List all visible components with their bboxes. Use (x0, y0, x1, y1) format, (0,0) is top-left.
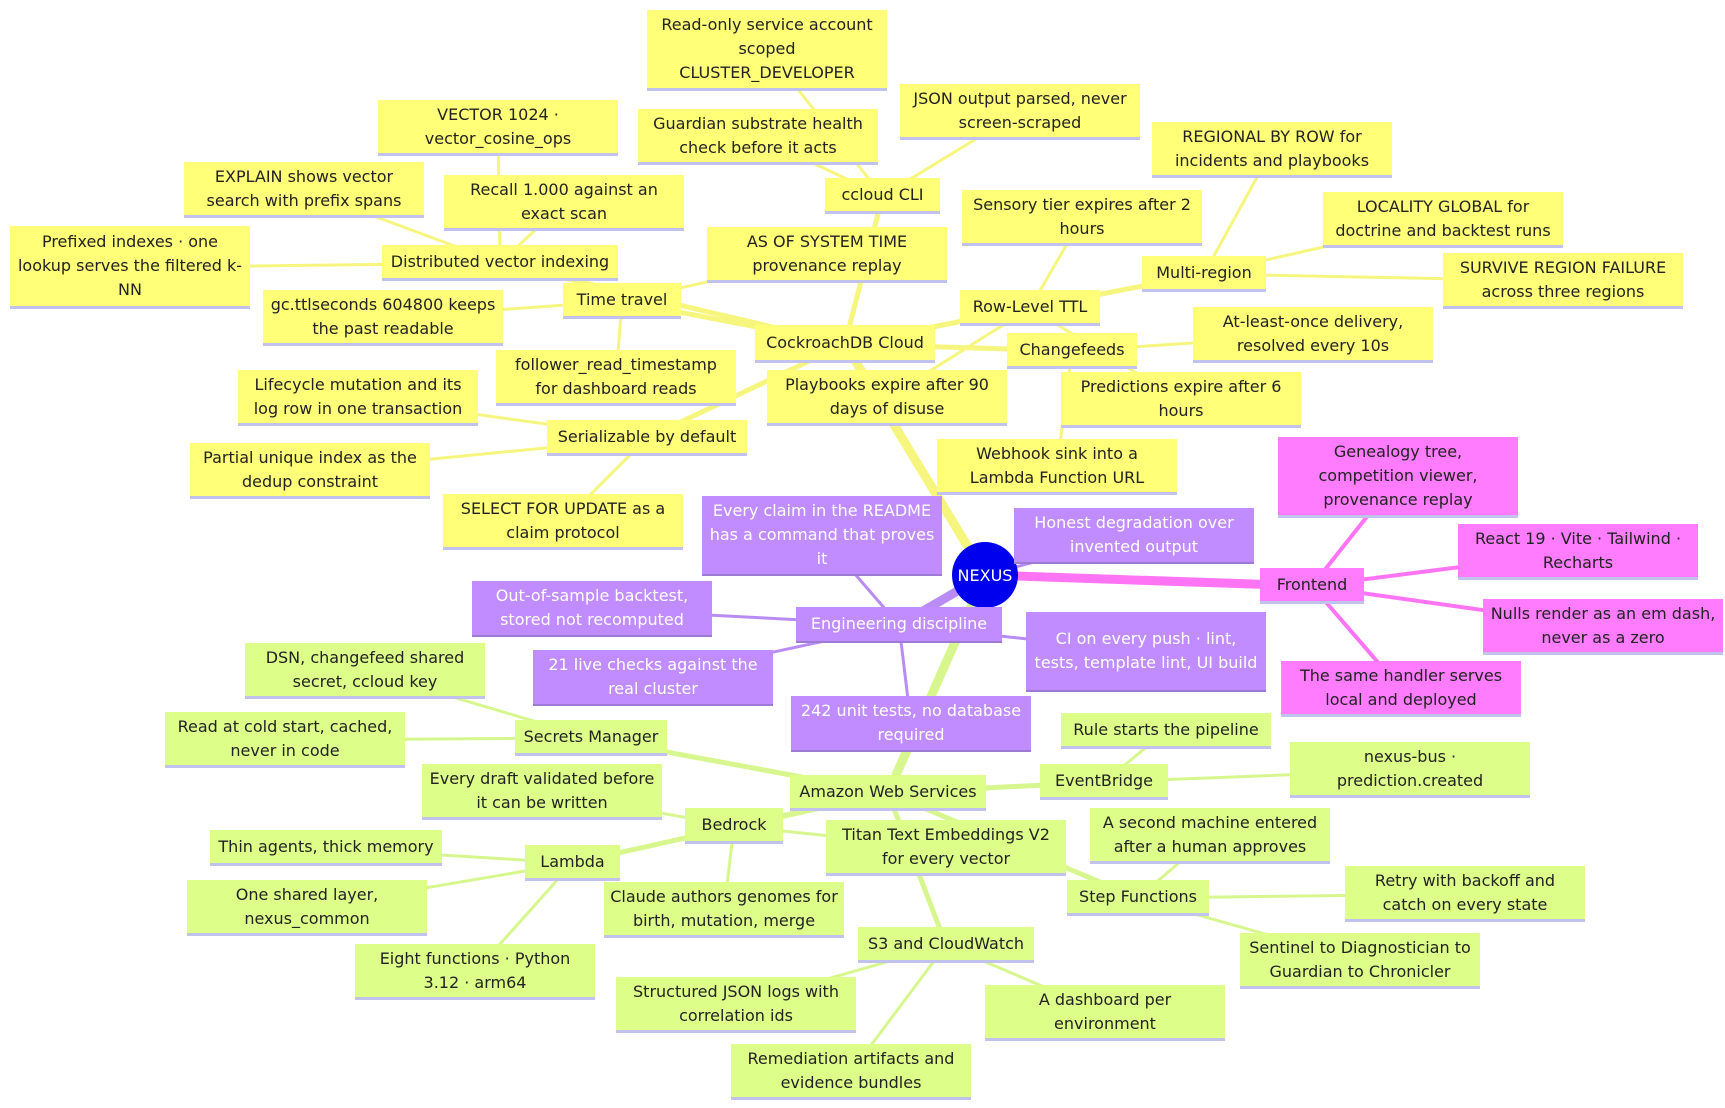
leaf-readme-claims: Every claim in the README has a command … (702, 496, 942, 576)
leaf-same-handler: The same handler serves local and deploy… (1281, 661, 1521, 717)
leaf-recall-exact-scan: Recall 1.000 against an exact scan (444, 175, 684, 231)
leaf-second-machine: A second machine entered after a human a… (1090, 808, 1330, 864)
leaf-one-shared-layer: One shared layer, nexus_common (187, 880, 427, 936)
leaf-retry-backoff: Retry with backoff and catch on every st… (1345, 866, 1585, 922)
leaf-select-for-update: SELECT FOR UPDATE as a claim protocol (443, 494, 683, 550)
leaf-honest-degradation: Honest degradation over invented output (1014, 508, 1254, 564)
node-time-travel: Time travel (563, 283, 681, 319)
leaf-dashboard-per-env: A dashboard per environment (985, 985, 1225, 1041)
leaf-genealogy-tree: Genealogy tree, competition viewer, prov… (1278, 437, 1518, 518)
branch-frontend: Frontend (1260, 568, 1364, 604)
node-lambda: Lambda (525, 845, 620, 881)
node-eventbridge: EventBridge (1040, 764, 1168, 800)
leaf-eight-functions: Eight functions · Python 3.12 · arm64 (355, 944, 595, 1000)
leaf-every-draft-validated: Every draft validated before it can be w… (422, 764, 662, 820)
leaf-playbooks-expire: Playbooks expire after 90 days of disuse (767, 370, 1007, 426)
leaf-prefixed-indexes: Prefixed indexes · one lookup serves the… (10, 226, 250, 309)
leaf-claude-authors-genomes: Claude authors genomes for birth, mutati… (604, 882, 844, 938)
leaf-thin-agents: Thin agents, thick memory (210, 830, 442, 866)
leaf-locality-global: LOCALITY GLOBAL for doctrine and backtes… (1323, 192, 1563, 248)
leaf-at-least-once: At-least-once delivery, resolved every 1… (1193, 307, 1433, 363)
node-step-functions: Step Functions (1067, 880, 1209, 916)
leaf-ccloud-guardian-check: Guardian substrate health check before i… (638, 109, 878, 165)
node-serializable-by-default: Serializable by default (547, 420, 747, 456)
leaf-nulls-em-dash: Nulls render as an em dash, never as a z… (1483, 599, 1723, 655)
leaf-remediation-artifacts: Remediation artifacts and evidence bundl… (731, 1044, 971, 1100)
leaf-read-at-cold-start: Read at cold start, cached, never in cod… (165, 712, 405, 768)
node-ccloud-cli: ccloud CLI (825, 178, 940, 214)
node-multi-region: Multi-region (1142, 256, 1266, 292)
leaf-lifecycle-mutation: Lifecycle mutation and its log row in on… (238, 370, 478, 426)
leaf-partial-unique-index: Partial unique index as the dedup constr… (190, 443, 430, 499)
leaf-ccloud-json-output: JSON output parsed, never screen-scraped (900, 84, 1140, 140)
leaf-ci-every-push: CI on every push · lint, tests, template… (1026, 612, 1266, 692)
branch-cockroachdb-cloud: CockroachDB Cloud (755, 325, 935, 363)
leaf-rule-starts-pipeline: Rule starts the pipeline (1061, 713, 1271, 749)
node-distributed-vector-indexing: Distributed vector indexing (382, 245, 618, 281)
leaf-ccloud-service-account: Read-only service account scoped CLUSTER… (647, 10, 887, 91)
leaf-survive-region-failure: SURVIVE REGION FAILURE across three regi… (1443, 253, 1683, 309)
leaf-webhook-sink: Webhook sink into a Lambda Function URL (937, 439, 1177, 495)
leaf-vector-1024: VECTOR 1024 · vector_cosine_ops (378, 100, 618, 156)
leaf-structured-json-logs: Structured JSON logs with correlation id… (616, 977, 856, 1033)
node-bedrock: Bedrock (685, 808, 783, 844)
leaf-as-of-system-time: AS OF SYSTEM TIME provenance replay (707, 227, 947, 283)
branch-engineering-discipline: Engineering discipline (796, 607, 1002, 643)
leaf-react-19: React 19 · Vite · Tailwind · Recharts (1458, 524, 1698, 580)
node-changefeeds: Changefeeds (1007, 333, 1137, 369)
leaf-unit-tests: 242 unit tests, no database required (791, 696, 1031, 752)
leaf-sensory-tier: Sensory tier expires after 2 hours (962, 190, 1202, 246)
branch-amazon-web-services: Amazon Web Services (790, 775, 986, 811)
leaf-explain-vector-search: EXPLAIN shows vector search with prefix … (184, 162, 424, 218)
leaf-titan-embeddings: Titan Text Embeddings V2 for every vecto… (826, 820, 1066, 876)
leaf-follower-read: follower_read_timestamp for dashboard re… (496, 350, 736, 406)
edge-root-node-to-branch-frontend (980, 570, 1317, 591)
leaf-live-checks: 21 live checks against the real cluster (533, 650, 773, 706)
leaf-out-of-sample-backtest: Out-of-sample backtest, stored not recom… (472, 581, 712, 637)
leaf-sentinel-pipeline: Sentinel to Diagnostician to Guardian to… (1240, 933, 1480, 989)
leaf-predictions-expire: Predictions expire after 6 hours (1061, 372, 1301, 428)
leaf-gc-ttlseconds: gc.ttlseconds 604800 keeps the past read… (263, 290, 503, 346)
root-node: NEXUS (952, 542, 1018, 608)
leaf-dsn-secret: DSN, changefeed shared secret, ccloud ke… (245, 643, 485, 699)
node-row-level-ttl: Row-Level TTL (960, 290, 1100, 326)
node-s3-cloudwatch: S3 and CloudWatch (858, 927, 1034, 963)
leaf-nexus-bus: nexus-bus · prediction.created (1290, 742, 1530, 798)
leaf-regional-by-row: REGIONAL BY ROW for incidents and playbo… (1152, 122, 1392, 178)
node-secrets-manager: Secrets Manager (515, 720, 667, 756)
